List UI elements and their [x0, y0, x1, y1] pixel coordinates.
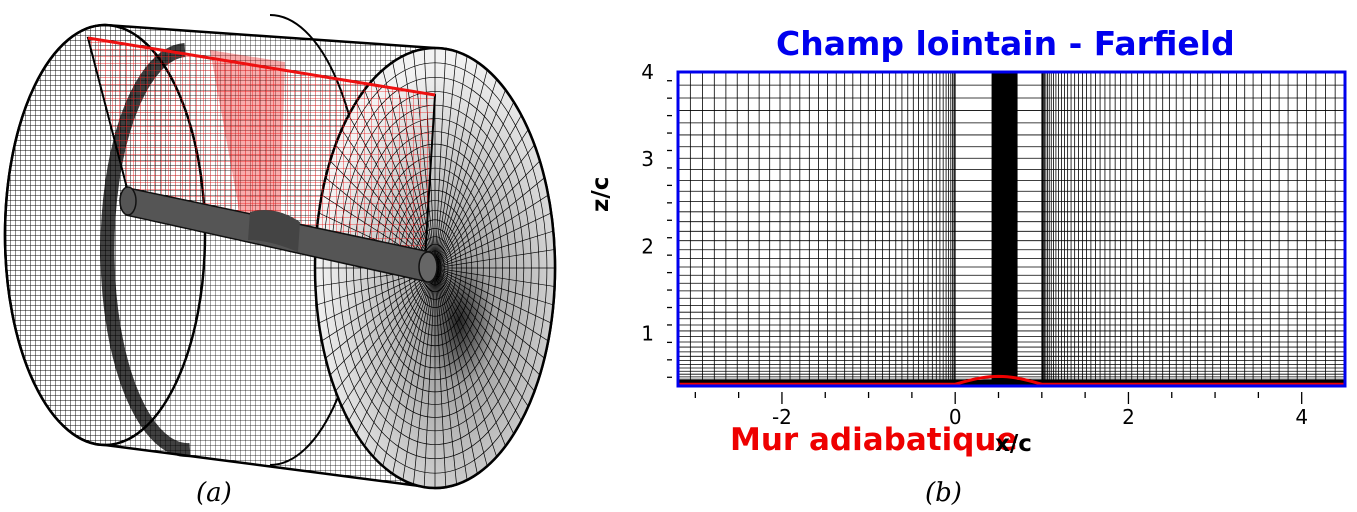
axis-tick-labels: -2 0 2 4 1 2 3 4: [641, 60, 1308, 429]
cylinder-mesh-figure: [3, 14, 557, 490]
y-tick-label: 2: [641, 234, 654, 258]
x-tick-label: 2: [1122, 405, 1135, 429]
axis-ticks: [667, 80, 1303, 404]
y-axis-label: z/c: [588, 176, 614, 212]
dense-mesh-band: [991, 72, 1018, 386]
x-tick-label: -2: [772, 405, 792, 429]
x-tick-label: 4: [1295, 405, 1308, 429]
farfield-title: Champ lointain - Farfield: [776, 24, 1235, 63]
wall-label: Mur adiabatique: [730, 422, 1018, 458]
y-tick-label: 3: [641, 147, 654, 171]
caption-a: (a): [196, 478, 232, 508]
farfield-boundary: [676, 70, 1347, 388]
caption-b: (b): [925, 478, 962, 508]
panel-a-3d-mesh: (a): [0, 0, 600, 508]
mesh-plot: -2 0 2 4 1 2 3 4: [641, 60, 1347, 429]
y-tick-label: 1: [641, 322, 654, 346]
adiabatic-wall-line: [678, 374, 1345, 386]
x-tick-label: 0: [949, 405, 962, 429]
y-tick-label: 4: [641, 60, 654, 84]
x-axis-label: x/c: [995, 431, 1032, 457]
